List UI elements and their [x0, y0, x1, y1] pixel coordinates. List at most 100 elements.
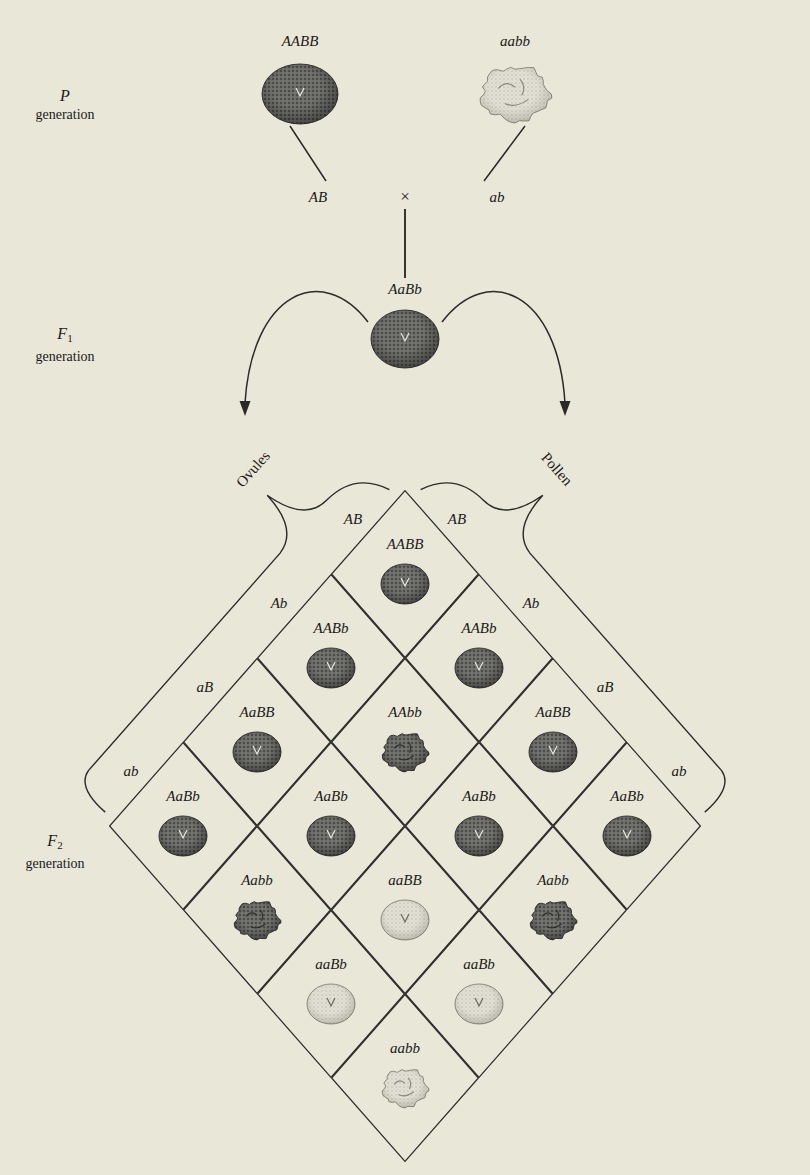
seed-hilum	[327, 998, 335, 1006]
seed-wrinkle	[246, 913, 257, 916]
seed-body	[262, 64, 338, 124]
seed-hilum	[475, 662, 483, 670]
punnett-cell: AaBb	[405, 742, 553, 910]
seed-body	[381, 900, 429, 940]
gamete-label: Ab	[271, 594, 288, 612]
seed-wrinkle	[505, 99, 529, 105]
genotype-label: AABB	[282, 32, 319, 50]
ovule-arrow	[245, 292, 368, 403]
seed-body	[307, 648, 355, 688]
cell-outline	[184, 659, 331, 826]
genotype-label: aabb	[500, 32, 530, 50]
cell-outline	[406, 911, 553, 1078]
pea-seed	[231, 730, 283, 774]
seed-shading	[307, 816, 355, 856]
ovule-bracket	[85, 483, 389, 812]
genotype-label: AaBb	[166, 787, 199, 805]
cross-symbol: ×	[400, 188, 410, 206]
punnett-cell: AAbb	[331, 658, 479, 826]
genotype-label: AaBB	[536, 703, 571, 721]
seed-shading	[455, 816, 503, 856]
seed-shading	[233, 732, 281, 772]
seed-wrinkle	[498, 84, 515, 89]
gamete-source-label: Pollen	[538, 449, 577, 490]
seed-body	[307, 816, 355, 856]
seed-wrinkle	[398, 756, 413, 760]
gamete-label: AB	[309, 188, 327, 206]
genotype-label: AABb	[462, 619, 497, 637]
seed-wrinkle	[394, 1081, 405, 1084]
pea-seed	[379, 562, 431, 606]
cell-outline	[332, 659, 479, 826]
cross-line	[290, 126, 405, 278]
pollen-bracket	[421, 483, 725, 812]
seed-hilum	[401, 333, 409, 341]
pea-seed	[305, 982, 357, 1026]
seed-body	[233, 732, 281, 772]
seed-wrinkle	[520, 79, 524, 95]
pea-seed	[475, 62, 555, 126]
seed-hilum	[296, 88, 304, 96]
seed-body	[382, 1070, 429, 1108]
punnett-cell: Aabb	[479, 826, 627, 994]
punnett-cell: AaBb	[257, 742, 405, 910]
seed-body	[234, 902, 281, 940]
pea-seed	[453, 814, 505, 858]
punnett-cell: aabb	[331, 994, 479, 1162]
seed-wrinkle	[398, 1092, 413, 1096]
cell-outline	[332, 827, 479, 994]
pea-seed	[305, 646, 357, 690]
genotype-label: aaBb	[315, 955, 347, 973]
seed-body	[455, 648, 503, 688]
pea-seed	[527, 730, 579, 774]
genotype-label: AAbb	[388, 703, 421, 721]
seed-shading	[530, 902, 577, 940]
punnett-cell: aaBb	[257, 910, 405, 1078]
seed-wrinkle	[542, 913, 553, 916]
seed-shading	[307, 648, 355, 688]
genotype-label: AaBb	[388, 280, 421, 298]
pea-seed	[231, 898, 283, 942]
gamete-label: AB	[448, 510, 466, 528]
pollen-arrow	[442, 292, 565, 403]
genotype-label: aaBb	[463, 955, 495, 973]
cell-outline	[258, 743, 405, 910]
seed-shading	[455, 984, 503, 1024]
seed-body	[455, 984, 503, 1024]
seed-wrinkle	[408, 1078, 410, 1089]
punnett-cell: Aabb	[183, 826, 331, 994]
cell-outline	[258, 911, 405, 1078]
parent-plant: AABB	[245, 32, 355, 126]
arrow-head	[560, 401, 571, 416]
seed-hilum	[179, 830, 187, 838]
pea-seed	[379, 898, 431, 942]
genotype-label: aaBB	[388, 871, 421, 889]
cell-outline	[480, 827, 627, 994]
seed-body	[603, 816, 651, 856]
cell-outline	[258, 575, 405, 742]
seed-shading	[381, 564, 429, 604]
cross-line	[405, 126, 525, 278]
arrow-head	[240, 401, 251, 416]
parent-plant: aabb	[460, 32, 570, 126]
genotype-label: AABb	[314, 619, 349, 637]
seed-shading	[262, 64, 338, 124]
pea-seed	[453, 982, 505, 1026]
gamete-label: Ab	[523, 594, 540, 612]
seed-wrinkle	[260, 910, 262, 921]
seed-shading	[382, 734, 429, 772]
gamete-label: ab	[123, 762, 138, 780]
seed-hilum	[475, 830, 483, 838]
seed-shading	[381, 900, 429, 940]
seed-body	[530, 902, 577, 940]
cell-outline	[406, 743, 553, 910]
seed-hilum	[327, 830, 335, 838]
seed-body	[480, 67, 552, 123]
genotype-label: AABB	[387, 535, 424, 553]
seed-hilum	[401, 914, 409, 922]
seed-body	[371, 310, 439, 368]
pea-seed	[601, 814, 653, 858]
pea-seed	[379, 730, 431, 774]
seed-body	[159, 816, 207, 856]
